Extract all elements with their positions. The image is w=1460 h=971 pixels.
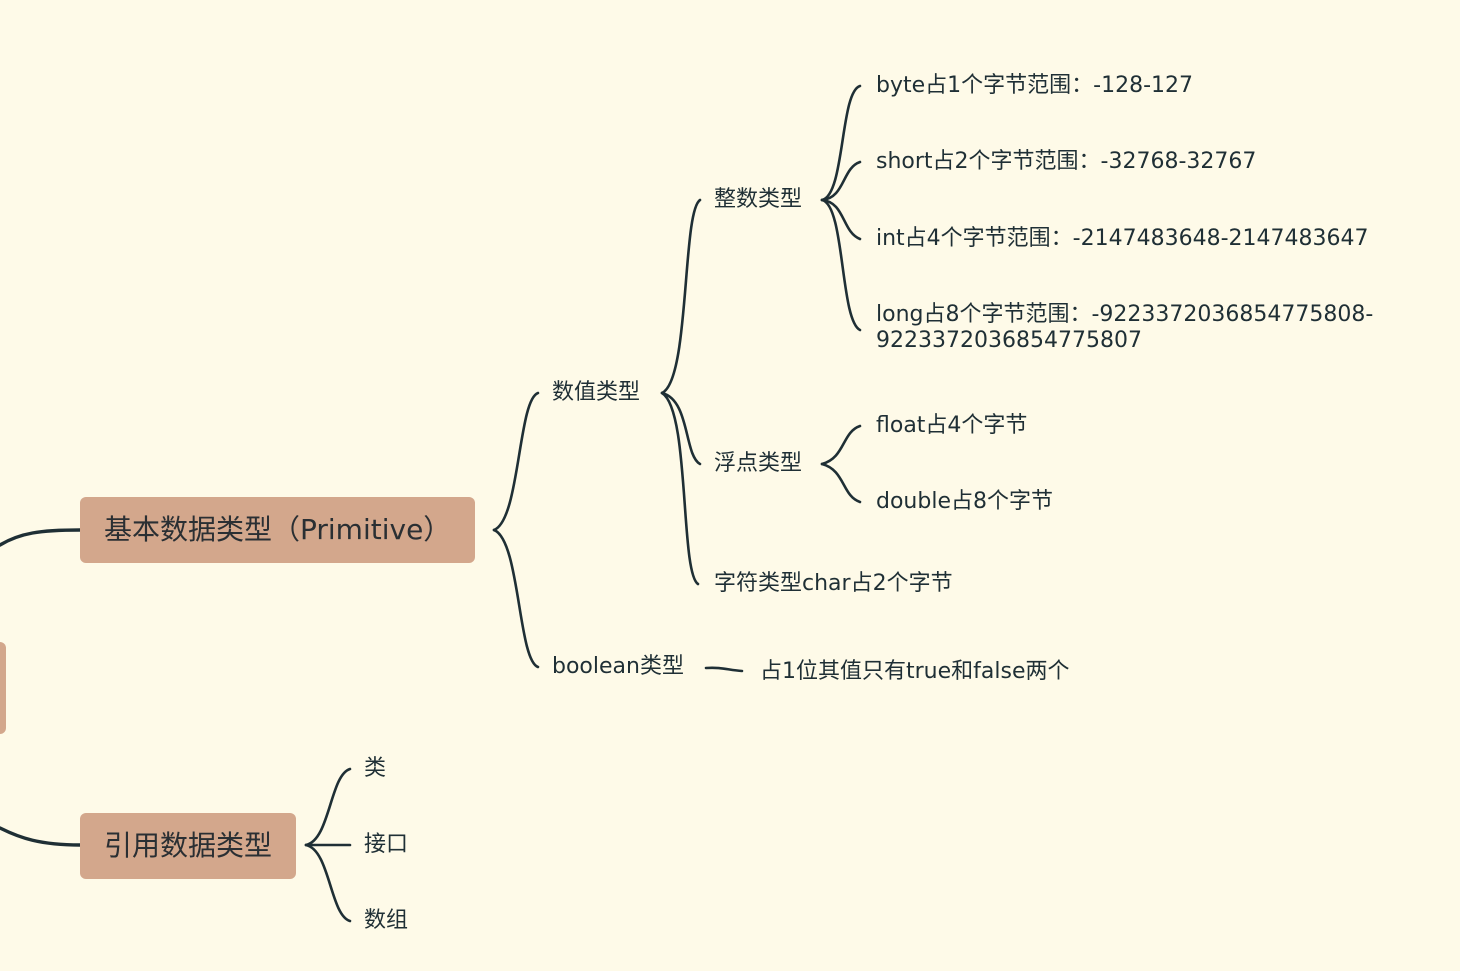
link-root-primitive: [0, 528, 82, 547]
long-type-node[interactable]: long占8个字节范围：-9223372036854775808-9223372…: [876, 302, 1374, 353]
link-root-reference: [0, 826, 82, 847]
root-node-edge[interactable]: [0, 642, 6, 734]
link-integer-int: [820, 198, 862, 241]
link-reference-array: [304, 843, 352, 923]
link-float-float: [820, 424, 862, 466]
link-integer-byte: [820, 84, 862, 202]
short-type-node[interactable]: short占2个字节范围：-32768-32767: [876, 149, 1257, 174]
link-primitive-numeric: [492, 391, 540, 532]
link-primitive-boolean: [492, 528, 540, 669]
byte-type-node[interactable]: byte占1个字节范围：-128-127: [876, 73, 1194, 98]
array-node[interactable]: 数组: [364, 908, 409, 933]
link-numeric-char: [660, 391, 700, 586]
link-reference-class: [304, 767, 352, 847]
char-type-node[interactable]: 字符类型char占2个字节: [714, 571, 953, 596]
primitive-types-node[interactable]: 基本数据类型（Primitive）: [80, 497, 476, 563]
link-numeric-integer: [660, 198, 702, 395]
float-types-node[interactable]: 浮点类型: [714, 451, 803, 476]
link-integer-long: [820, 198, 862, 332]
integer-types-node[interactable]: 整数类型: [714, 187, 803, 212]
class-node[interactable]: 类: [364, 756, 387, 781]
link-numeric-float: [660, 391, 702, 466]
numeric-types-node[interactable]: 数值类型: [552, 380, 641, 405]
boolean-detail-node[interactable]: 占1位其值只有true和false两个: [760, 659, 1070, 684]
boolean-type-node[interactable]: boolean类型: [552, 654, 684, 679]
link-boolean-detail: [704, 666, 744, 673]
link-float-double: [820, 462, 862, 504]
interface-node[interactable]: 接口: [364, 832, 409, 857]
reference-types-node[interactable]: 引用数据类型: [80, 813, 297, 879]
double-item-node[interactable]: double占8个字节: [876, 489, 1053, 514]
int-type-node[interactable]: int占4个字节范围：-2147483648-2147483647: [876, 226, 1369, 251]
float-item-node[interactable]: float占4个字节: [876, 413, 1028, 438]
link-integer-short: [820, 160, 862, 202]
